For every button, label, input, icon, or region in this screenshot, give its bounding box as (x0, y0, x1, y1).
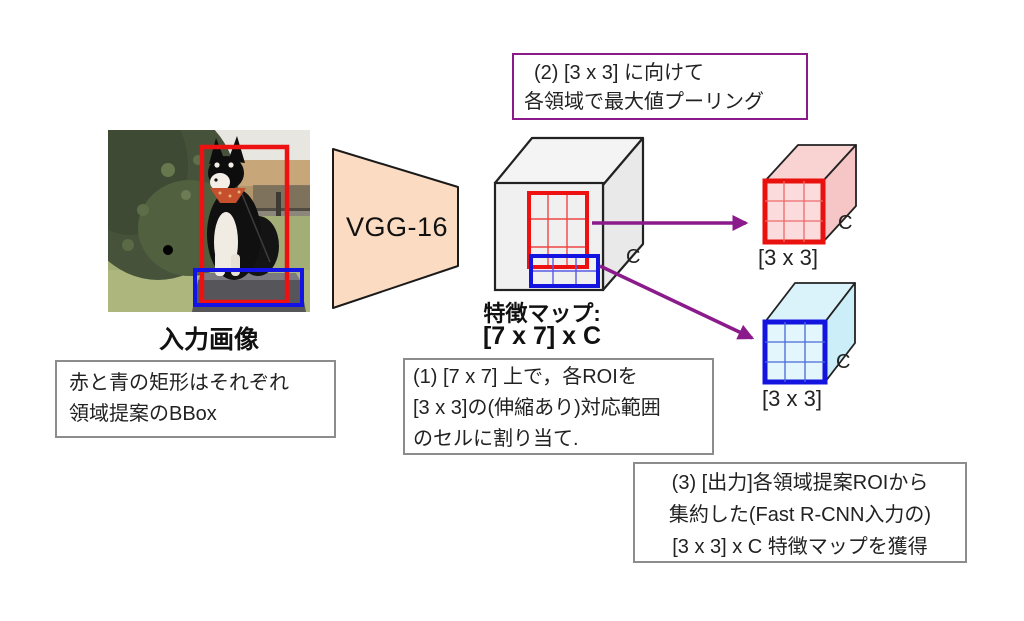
max-pooling-note-line1: (2) [3 x 3] に向けて (534, 62, 705, 84)
dog-nose (214, 178, 218, 182)
step1-note-line1: (1) [7 x 7] 上で，各ROIを (413, 366, 638, 388)
bbox-note-line2: 領域提案のBBox (69, 403, 217, 425)
blue-roi-grid (529, 254, 600, 288)
dog-brow-right (228, 162, 234, 168)
step3-note-line3: [3 x 3] x C 特徴マップを獲得 (672, 536, 928, 558)
red-output-cube (762, 144, 857, 245)
dog (207, 136, 279, 280)
dog-brow-left (214, 162, 220, 168)
vgg16-label: VGG-16 (345, 212, 449, 242)
distant-trees (253, 185, 310, 217)
fence-rail (228, 208, 310, 211)
blue-proposal-bbox (193, 268, 304, 307)
dog-ear-right (228, 136, 245, 163)
step1-note-line2: [3 x 3]の(伸縮あり)対応範囲 (413, 397, 661, 419)
bbox-note: 赤と青の矩形はそれぞれ 領域提案のBBox (55, 360, 336, 438)
bbox-note-line1: 赤と青の矩形はそれぞれ (69, 372, 289, 394)
blue-output-size-label: [3 x 3] (762, 386, 822, 411)
step3-note-line1: (3) [出力]各領域提案ROIから (671, 472, 929, 494)
feature-map-channel-label: C (626, 246, 641, 268)
step1-note-line3: のセルに割り当て. (413, 428, 579, 450)
dog-front-leg (215, 252, 225, 276)
red-proposal-bbox (199, 144, 290, 305)
step3-note-line2: 集約した(Fast R-CNN入力の) (668, 504, 932, 526)
leash (241, 193, 271, 263)
step1-note: (1) [7 x 7] 上で，各ROIを [3 x 3]の(伸縮あり)対応範囲 … (403, 358, 714, 455)
fence-post (276, 192, 281, 232)
feature-map-size-label: [7 x 7] x C (482, 322, 602, 350)
input-photo (108, 130, 310, 312)
dog-front-leg2 (231, 254, 240, 276)
feature-map-cube (493, 136, 645, 292)
arrow-blue-roi-to-blue-cube (599, 264, 755, 340)
blue-output-cube (762, 282, 856, 385)
max-pooling-note-line2: 各領域で最大値プーリング (524, 91, 764, 113)
blue-output-channel-label: C (836, 351, 851, 373)
step3-note: (3) [出力]各領域提案ROIから 集約した(Fast R-CNN入力の) [… (633, 462, 967, 563)
dog-bandana (210, 188, 246, 203)
dog-muzzle (210, 173, 230, 191)
vgg16-trapezoid (332, 148, 459, 309)
feature-map-title: 特徴マップ: (483, 301, 601, 326)
bush (108, 130, 242, 280)
input-image-label: 入力画像 (158, 326, 259, 354)
red-output-channel-label: C (838, 212, 853, 234)
red-output-size-label: [3 x 3] (758, 245, 818, 270)
pedestal-top (198, 273, 300, 280)
max-pooling-note: (2) [3 x 3] に向けて 各領域で最大値プーリング (512, 53, 808, 120)
